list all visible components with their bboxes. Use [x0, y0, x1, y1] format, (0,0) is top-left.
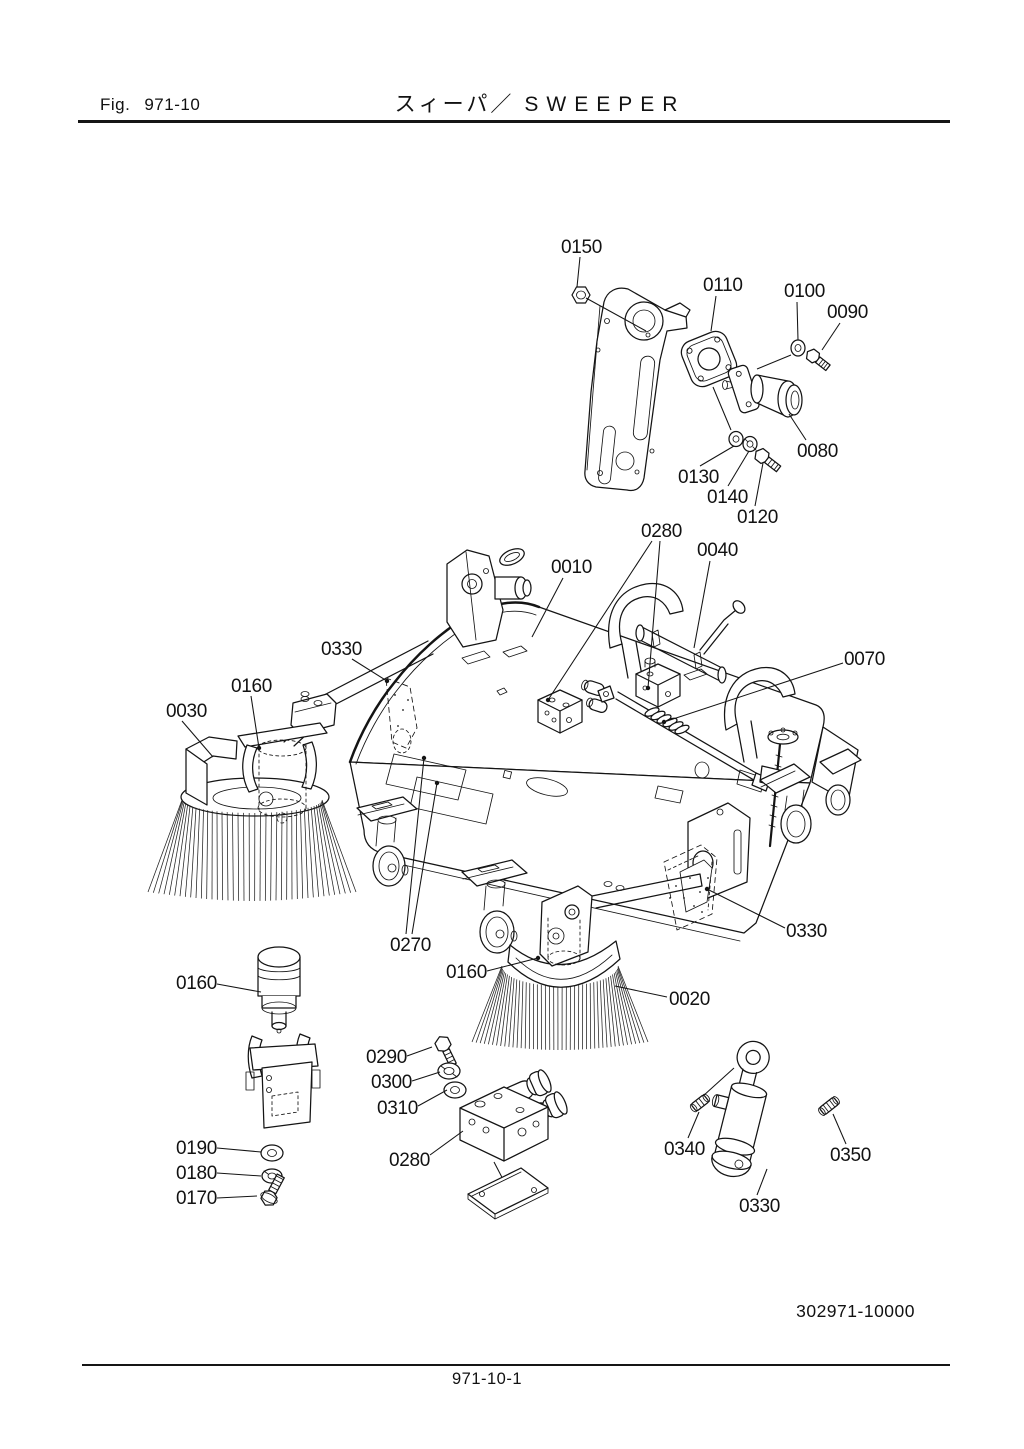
callout-0340: 0340 — [664, 1139, 706, 1160]
page-title: スィーパ／ SWEEPER — [395, 88, 686, 118]
deck-tower-bracket — [446, 548, 532, 648]
callout-0300: 0300 — [371, 1072, 413, 1093]
clamp-arms — [608, 582, 796, 793]
figure-number: 971-10 — [144, 95, 201, 114]
bracket-fasteners — [260, 1144, 285, 1206]
mount-flange — [680, 330, 738, 388]
callout-0160-left: 0160 — [231, 676, 273, 697]
callout-0330-right: 0330 — [786, 921, 828, 942]
callout-0110: 0110 — [703, 275, 743, 296]
callout-0280-top: 0280 — [641, 521, 683, 542]
figure-label: Fig. — [100, 95, 131, 114]
leader-lines — [181, 256, 847, 1199]
callout-0010: 0010 — [551, 557, 593, 578]
callout-0020: 0020 — [669, 989, 711, 1010]
callout-0150: 0150 — [561, 237, 603, 258]
callout-0280-bottom: 0280 — [389, 1150, 431, 1171]
callout-0160-center: 0160 — [446, 962, 488, 983]
callout-0040: 0040 — [697, 540, 739, 561]
solenoid-valve-unit — [459, 1069, 568, 1220]
right-casters — [759, 748, 862, 844]
left-brush-bristles — [147, 799, 357, 901]
hydraulic-cylinder — [689, 1040, 840, 1178]
callout-0090: 0090 — [827, 302, 869, 323]
callout-0330-cylinder: 0330 — [739, 1196, 781, 1217]
front-casters — [356, 796, 528, 954]
brush-motor-spare — [257, 946, 301, 1034]
title-japanese: スィーパ／ — [394, 93, 515, 116]
callout-0350: 0350 — [830, 1145, 872, 1166]
callout-0030: 0030 — [166, 701, 208, 722]
callout-0180: 0180 — [176, 1163, 218, 1184]
callout-0080: 0080 — [797, 441, 839, 462]
left-brush-assembly — [147, 722, 357, 901]
callout-0290: 0290 — [366, 1047, 408, 1068]
callout-0120: 0120 — [737, 507, 779, 528]
hidden-bracket-right — [663, 844, 718, 931]
header-rule — [78, 120, 950, 123]
cross-tube — [635, 600, 746, 684]
callout-0270: 0270 — [390, 935, 432, 956]
top-fasteners — [571, 286, 831, 473]
valve-fasteners — [434, 1036, 467, 1099]
document-number: 302971-10000 — [796, 1301, 915, 1321]
callout-0140: 0140 — [707, 487, 749, 508]
callout-0170: 0170 — [176, 1188, 218, 1209]
brush-motor-bracket — [245, 1033, 321, 1129]
callout-0330-left: 0330 — [321, 639, 363, 660]
callout-0070: 0070 — [844, 649, 886, 670]
callout-0310: 0310 — [377, 1098, 419, 1119]
callout-0100: 0100 — [784, 281, 826, 302]
center-brush-assembly — [471, 873, 703, 1050]
sweeper-drive-motor — [722, 364, 803, 418]
figure-heading: Fig. 971-10 — [100, 95, 200, 115]
center-brush-bristles — [471, 965, 649, 1050]
page-number: 971-10-1 — [451, 1370, 523, 1388]
callout-0160-lower: 0160 — [176, 973, 218, 994]
title-english: SWEEPER — [524, 93, 686, 116]
footer-rule — [82, 1364, 950, 1367]
lift-arm-plate — [584, 287, 691, 492]
callout-0190: 0190 — [176, 1138, 218, 1159]
callout-0130: 0130 — [678, 467, 720, 488]
